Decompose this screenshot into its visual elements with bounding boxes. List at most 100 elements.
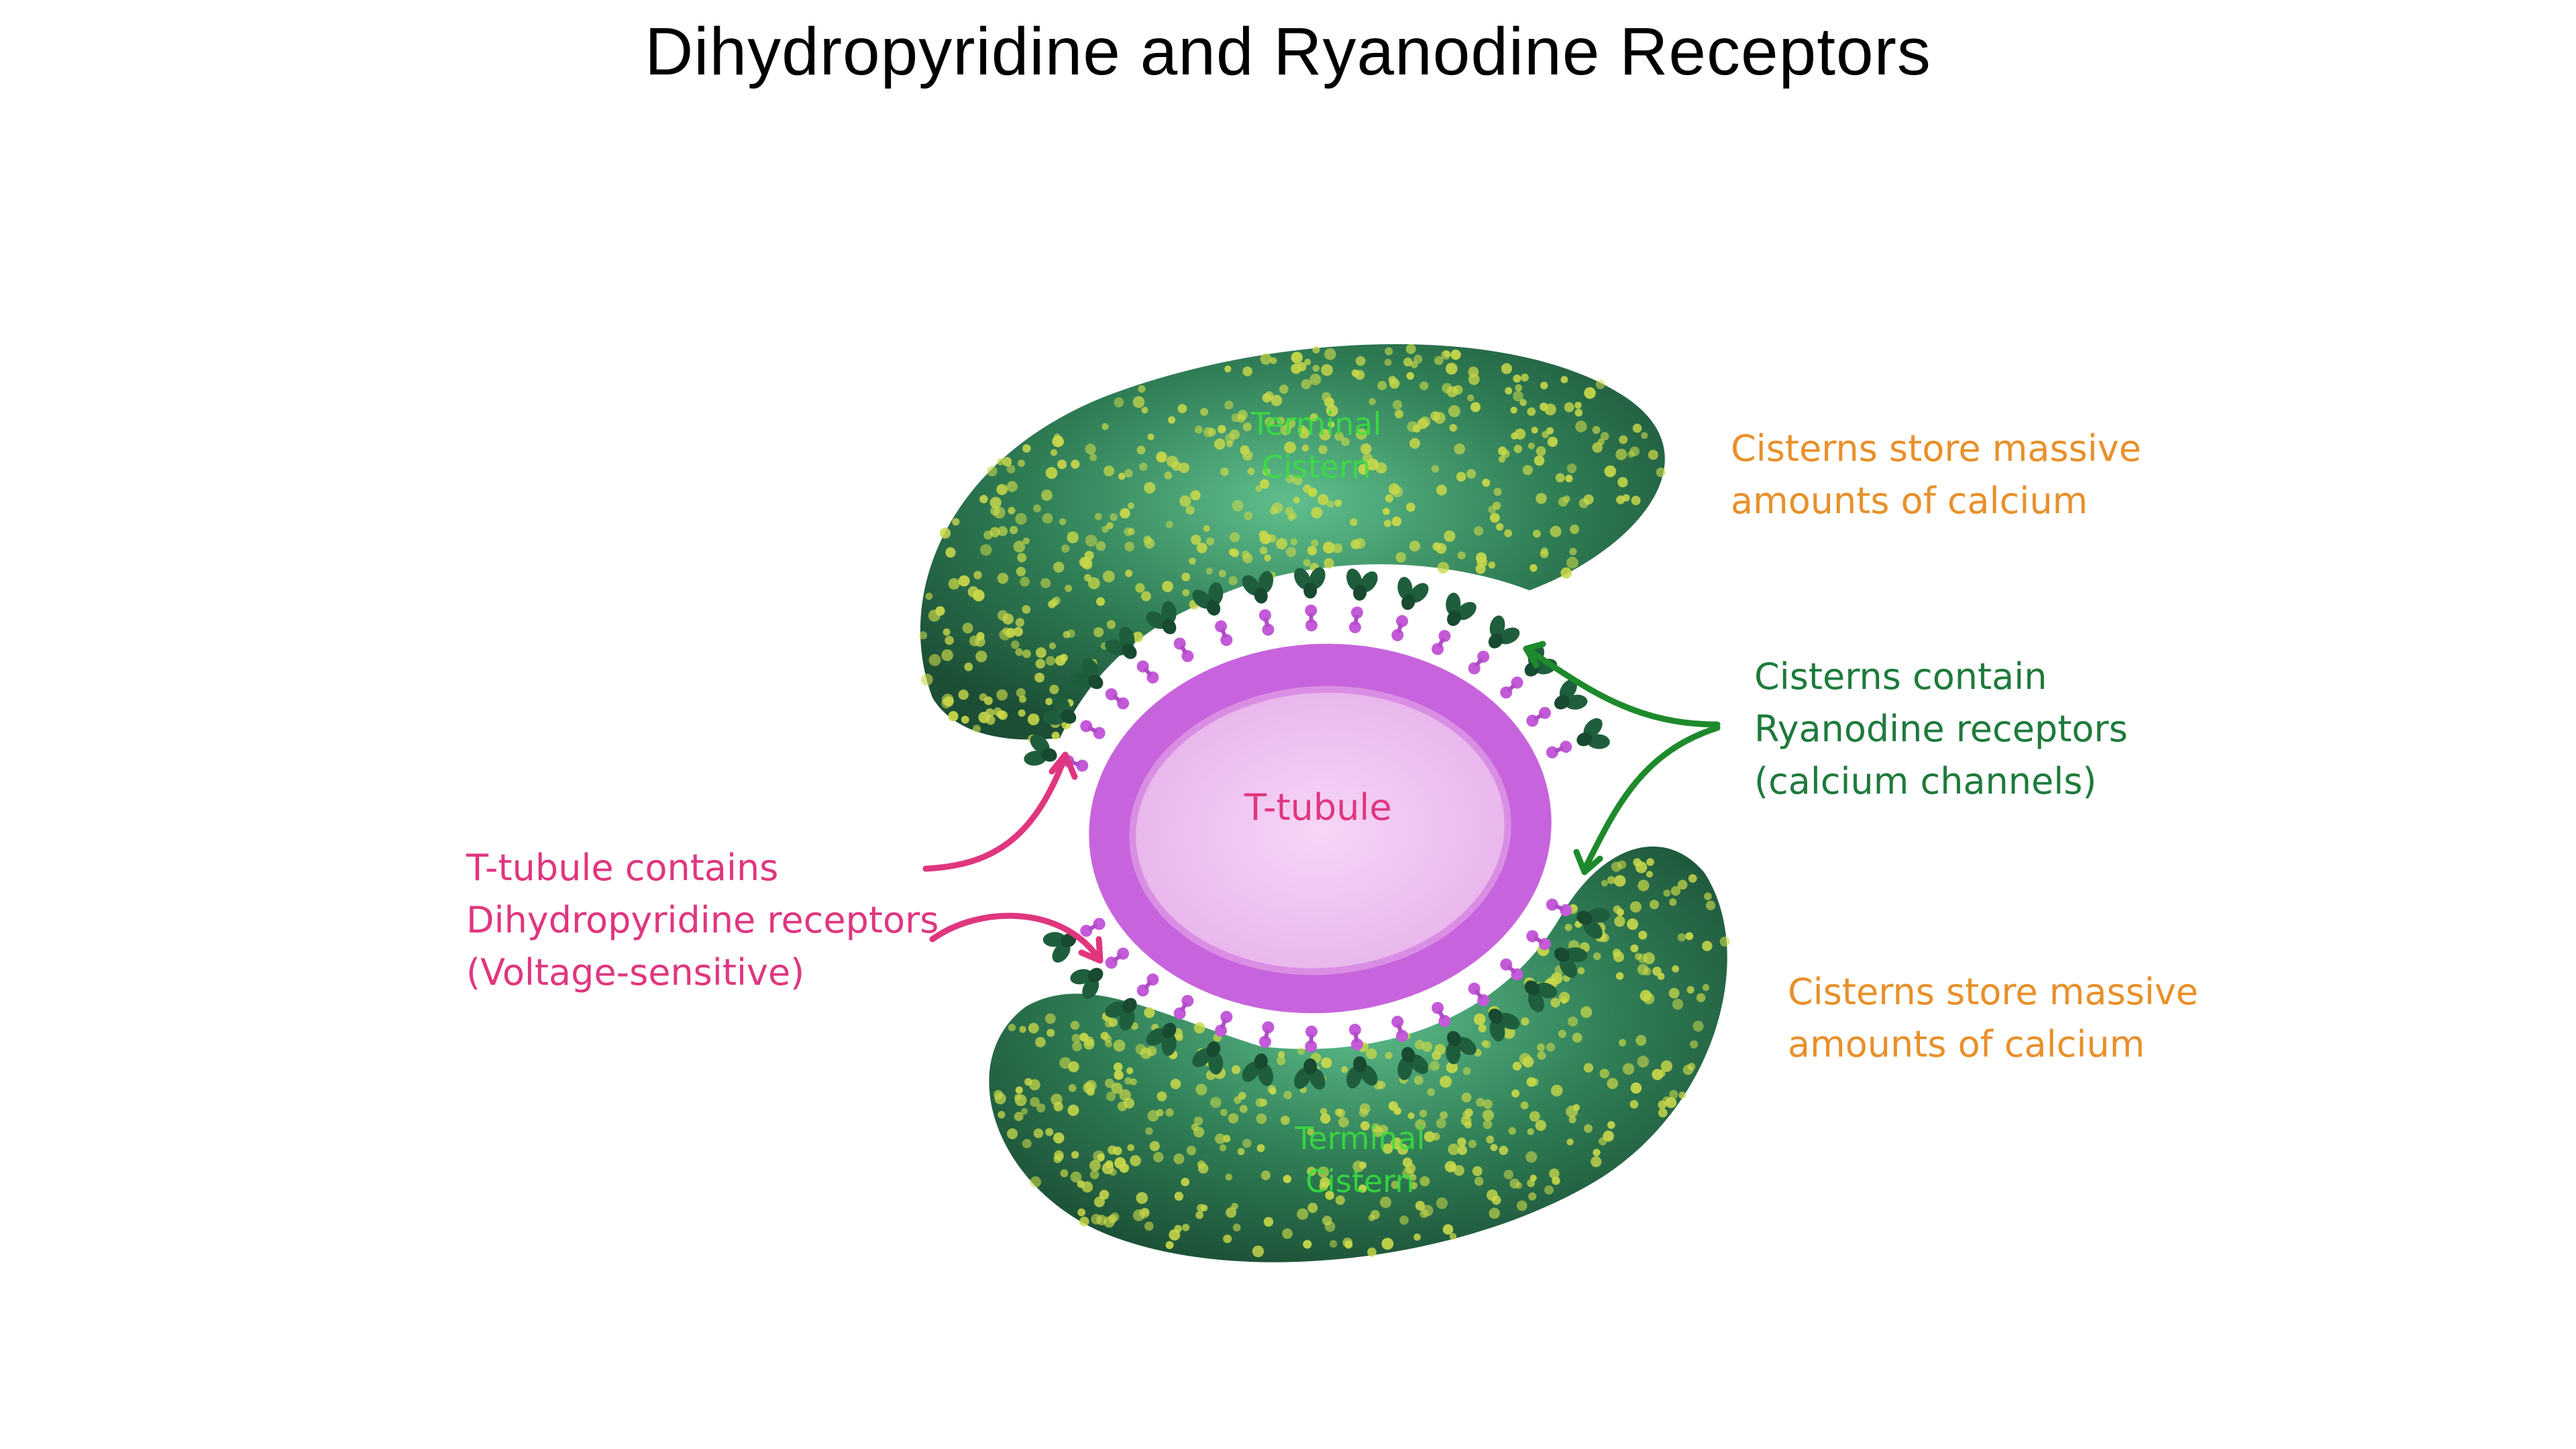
calcium-dot	[1255, 1097, 1265, 1108]
calcium-dot	[1013, 540, 1026, 553]
green-arrow-lower	[1583, 724, 1721, 869]
calcium-dot	[1124, 469, 1133, 478]
calcium-dot	[983, 696, 993, 706]
dihydropyridine-receptor	[1429, 1000, 1453, 1030]
calcium-dot	[1220, 1108, 1228, 1116]
calcium-dot	[1152, 1152, 1164, 1163]
calcium-dot	[1015, 1086, 1023, 1094]
calcium-dot	[1526, 1077, 1536, 1087]
calcium-dot	[1693, 1020, 1704, 1032]
calcium-dot	[1597, 438, 1605, 445]
calcium-dot	[1165, 1108, 1174, 1117]
calcium-dot	[1583, 494, 1594, 505]
calcium-dot	[1466, 469, 1477, 479]
calcium-dot	[1307, 1167, 1316, 1177]
calcium-dot	[1540, 549, 1549, 559]
calcium-dot	[996, 689, 1008, 701]
calcium-dot	[1643, 967, 1652, 976]
calcium-dot	[989, 496, 1002, 508]
calcium-dot	[1271, 502, 1283, 514]
calcium-dot	[1532, 529, 1541, 538]
calcium-dot	[1424, 1131, 1436, 1142]
calcium-dot	[1646, 858, 1654, 866]
calcium-dot	[1640, 989, 1652, 1002]
calcium-dot	[1558, 1030, 1566, 1038]
calcium-dot	[1002, 457, 1012, 467]
calcium-dot	[945, 547, 956, 558]
calcium-dot	[1326, 405, 1338, 417]
calcium-dot	[1388, 483, 1400, 495]
calcium-dot	[1635, 1034, 1647, 1046]
calcium-dot	[1513, 390, 1523, 402]
calcium-dot	[980, 544, 992, 556]
calcium-dot	[1566, 556, 1578, 569]
calcium-dot	[1509, 1178, 1520, 1189]
calcium-dot	[1044, 1013, 1056, 1024]
calcium-dot	[1604, 465, 1617, 478]
calcium-dot	[1660, 1060, 1673, 1073]
calcium-dot	[1663, 890, 1671, 897]
calcium-dot	[1259, 479, 1270, 489]
calcium-dot	[1002, 627, 1010, 635]
dihydropyridine-receptor	[1134, 657, 1162, 686]
calcium-dot	[1242, 1138, 1252, 1148]
calcium-dot	[1456, 472, 1466, 482]
calcium-dot	[1059, 1057, 1071, 1069]
calcium-dot	[1301, 444, 1309, 452]
ryanodine-label: Cisterns contain Ryanodine receptors (ca…	[1754, 655, 2128, 802]
calcium-dot	[1071, 460, 1080, 469]
pink-arrow-lower	[929, 912, 1100, 959]
calcium-dot	[920, 674, 933, 686]
calcium-dot	[952, 518, 960, 526]
calcium-dot	[1454, 443, 1465, 455]
calcium-dot	[961, 715, 969, 724]
calcium-dot	[1371, 1123, 1381, 1132]
t-tubule-label: T-tubule	[1244, 786, 1392, 828]
calcium-dot	[928, 653, 941, 666]
calcium-dot	[1603, 1130, 1614, 1142]
dihydropyridine-receptor	[1213, 618, 1234, 648]
calcium-dot	[1283, 1175, 1292, 1183]
calcium-dot	[1528, 1192, 1537, 1201]
calcium-dot	[1070, 1171, 1082, 1183]
calcium-dot	[1278, 1051, 1285, 1059]
calcium-dot	[1382, 507, 1390, 515]
calcium-dot	[1057, 460, 1067, 470]
calcium-dot	[1015, 648, 1023, 656]
calcium-dot	[979, 494, 988, 504]
calcium-dot	[1309, 374, 1322, 386]
calcium-dot	[1601, 879, 1608, 887]
calcium-dot	[1574, 401, 1582, 409]
calcium-dot	[945, 635, 954, 645]
calcium-dot	[1329, 1240, 1338, 1248]
calcium-dot	[1383, 519, 1391, 527]
calcium-dot	[1110, 513, 1118, 521]
calcium-dot	[1615, 448, 1627, 461]
calcium-dot	[1522, 465, 1533, 476]
calcium-dot	[1430, 411, 1440, 421]
calcium-dot	[1224, 365, 1232, 373]
calcium-dot	[1193, 1116, 1203, 1126]
calcium-dot	[1229, 532, 1240, 543]
calcium-dot	[967, 586, 979, 598]
calcium-dot	[1312, 364, 1320, 372]
calcium-dot	[1482, 478, 1491, 487]
calcium-dot	[1244, 511, 1253, 521]
calcium-dot	[1053, 1155, 1062, 1164]
calcium-dot	[1124, 527, 1133, 536]
calcium-dot	[1157, 1091, 1167, 1102]
calcium-dot	[1473, 1013, 1486, 1026]
calcium-dot	[1218, 570, 1226, 578]
calcium-dot	[1042, 513, 1053, 524]
calcium-dot	[1298, 427, 1310, 439]
calcium-dot	[1415, 1040, 1425, 1050]
calcium-dot	[1462, 1067, 1471, 1075]
dihydropyridine-receptor	[1544, 896, 1574, 918]
calcium-dot	[1489, 513, 1500, 523]
calcium-dot	[1307, 545, 1317, 555]
calcium-dot	[1399, 1216, 1409, 1225]
calcium-dot	[1321, 1057, 1332, 1069]
calcium-dot	[1282, 1228, 1293, 1239]
calcium-dot	[1665, 1097, 1677, 1108]
calcium-dot	[1544, 1185, 1554, 1195]
